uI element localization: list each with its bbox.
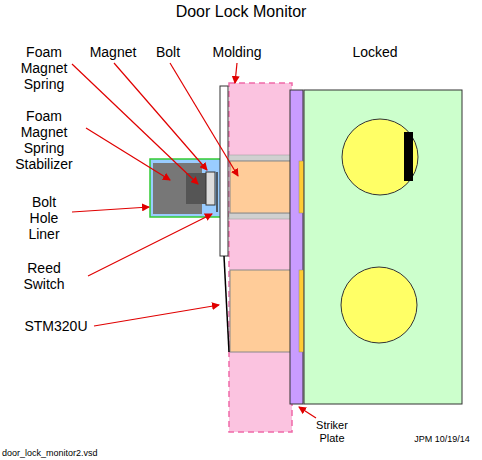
bolt (230, 161, 293, 213)
leader-arrow (235, 63, 237, 83)
part-label: Bolt Hole Liner (28, 194, 59, 242)
lock-panel (304, 90, 462, 404)
key-slot (404, 132, 413, 181)
leader-arrow (170, 63, 238, 176)
leader-arrow (72, 64, 198, 184)
bolt-tip (299, 161, 304, 213)
foam-spring (186, 173, 206, 204)
part-label: Bolt (156, 44, 180, 60)
key-cylinder (342, 119, 418, 195)
leader-arrow (86, 128, 170, 180)
thumb-turn (341, 267, 417, 343)
bolt (230, 270, 293, 352)
stm320u (220, 86, 228, 256)
part-label: Molding (212, 44, 261, 60)
part-label: Reed Switch (23, 260, 64, 292)
part-label: Foam Magnet Spring Stabilizer (15, 108, 73, 172)
leader-arrow (88, 214, 212, 276)
diagram-title: Door Lock Monitor (176, 3, 307, 21)
foam-stabilizer (186, 204, 202, 214)
bolt-hole-liner (229, 155, 292, 161)
part-label: Striker Plate (316, 419, 348, 445)
part-label: STM320U (24, 318, 87, 334)
reed-switch (216, 172, 218, 212)
magnet (206, 172, 215, 205)
bolt-hole-liner (229, 213, 292, 219)
leader-arrow (72, 207, 149, 212)
foam-stabilizer (153, 163, 186, 214)
striker-plate (290, 90, 303, 404)
bolt-hole-liner-housing (150, 159, 221, 217)
author-date: JPM 10/19/14 (414, 434, 470, 444)
state-label: Locked (352, 44, 397, 60)
file-name: door_lock_monitor2.vsd (2, 448, 98, 458)
part-label: Magnet (90, 44, 137, 60)
antenna (224, 256, 229, 352)
part-label: Foam Magnet Spring (21, 44, 68, 92)
bolt-tip (299, 270, 304, 352)
molding (229, 83, 292, 432)
leader-arrow (94, 305, 219, 326)
foam-stabilizer (186, 163, 202, 173)
leader-arrow (299, 407, 316, 418)
